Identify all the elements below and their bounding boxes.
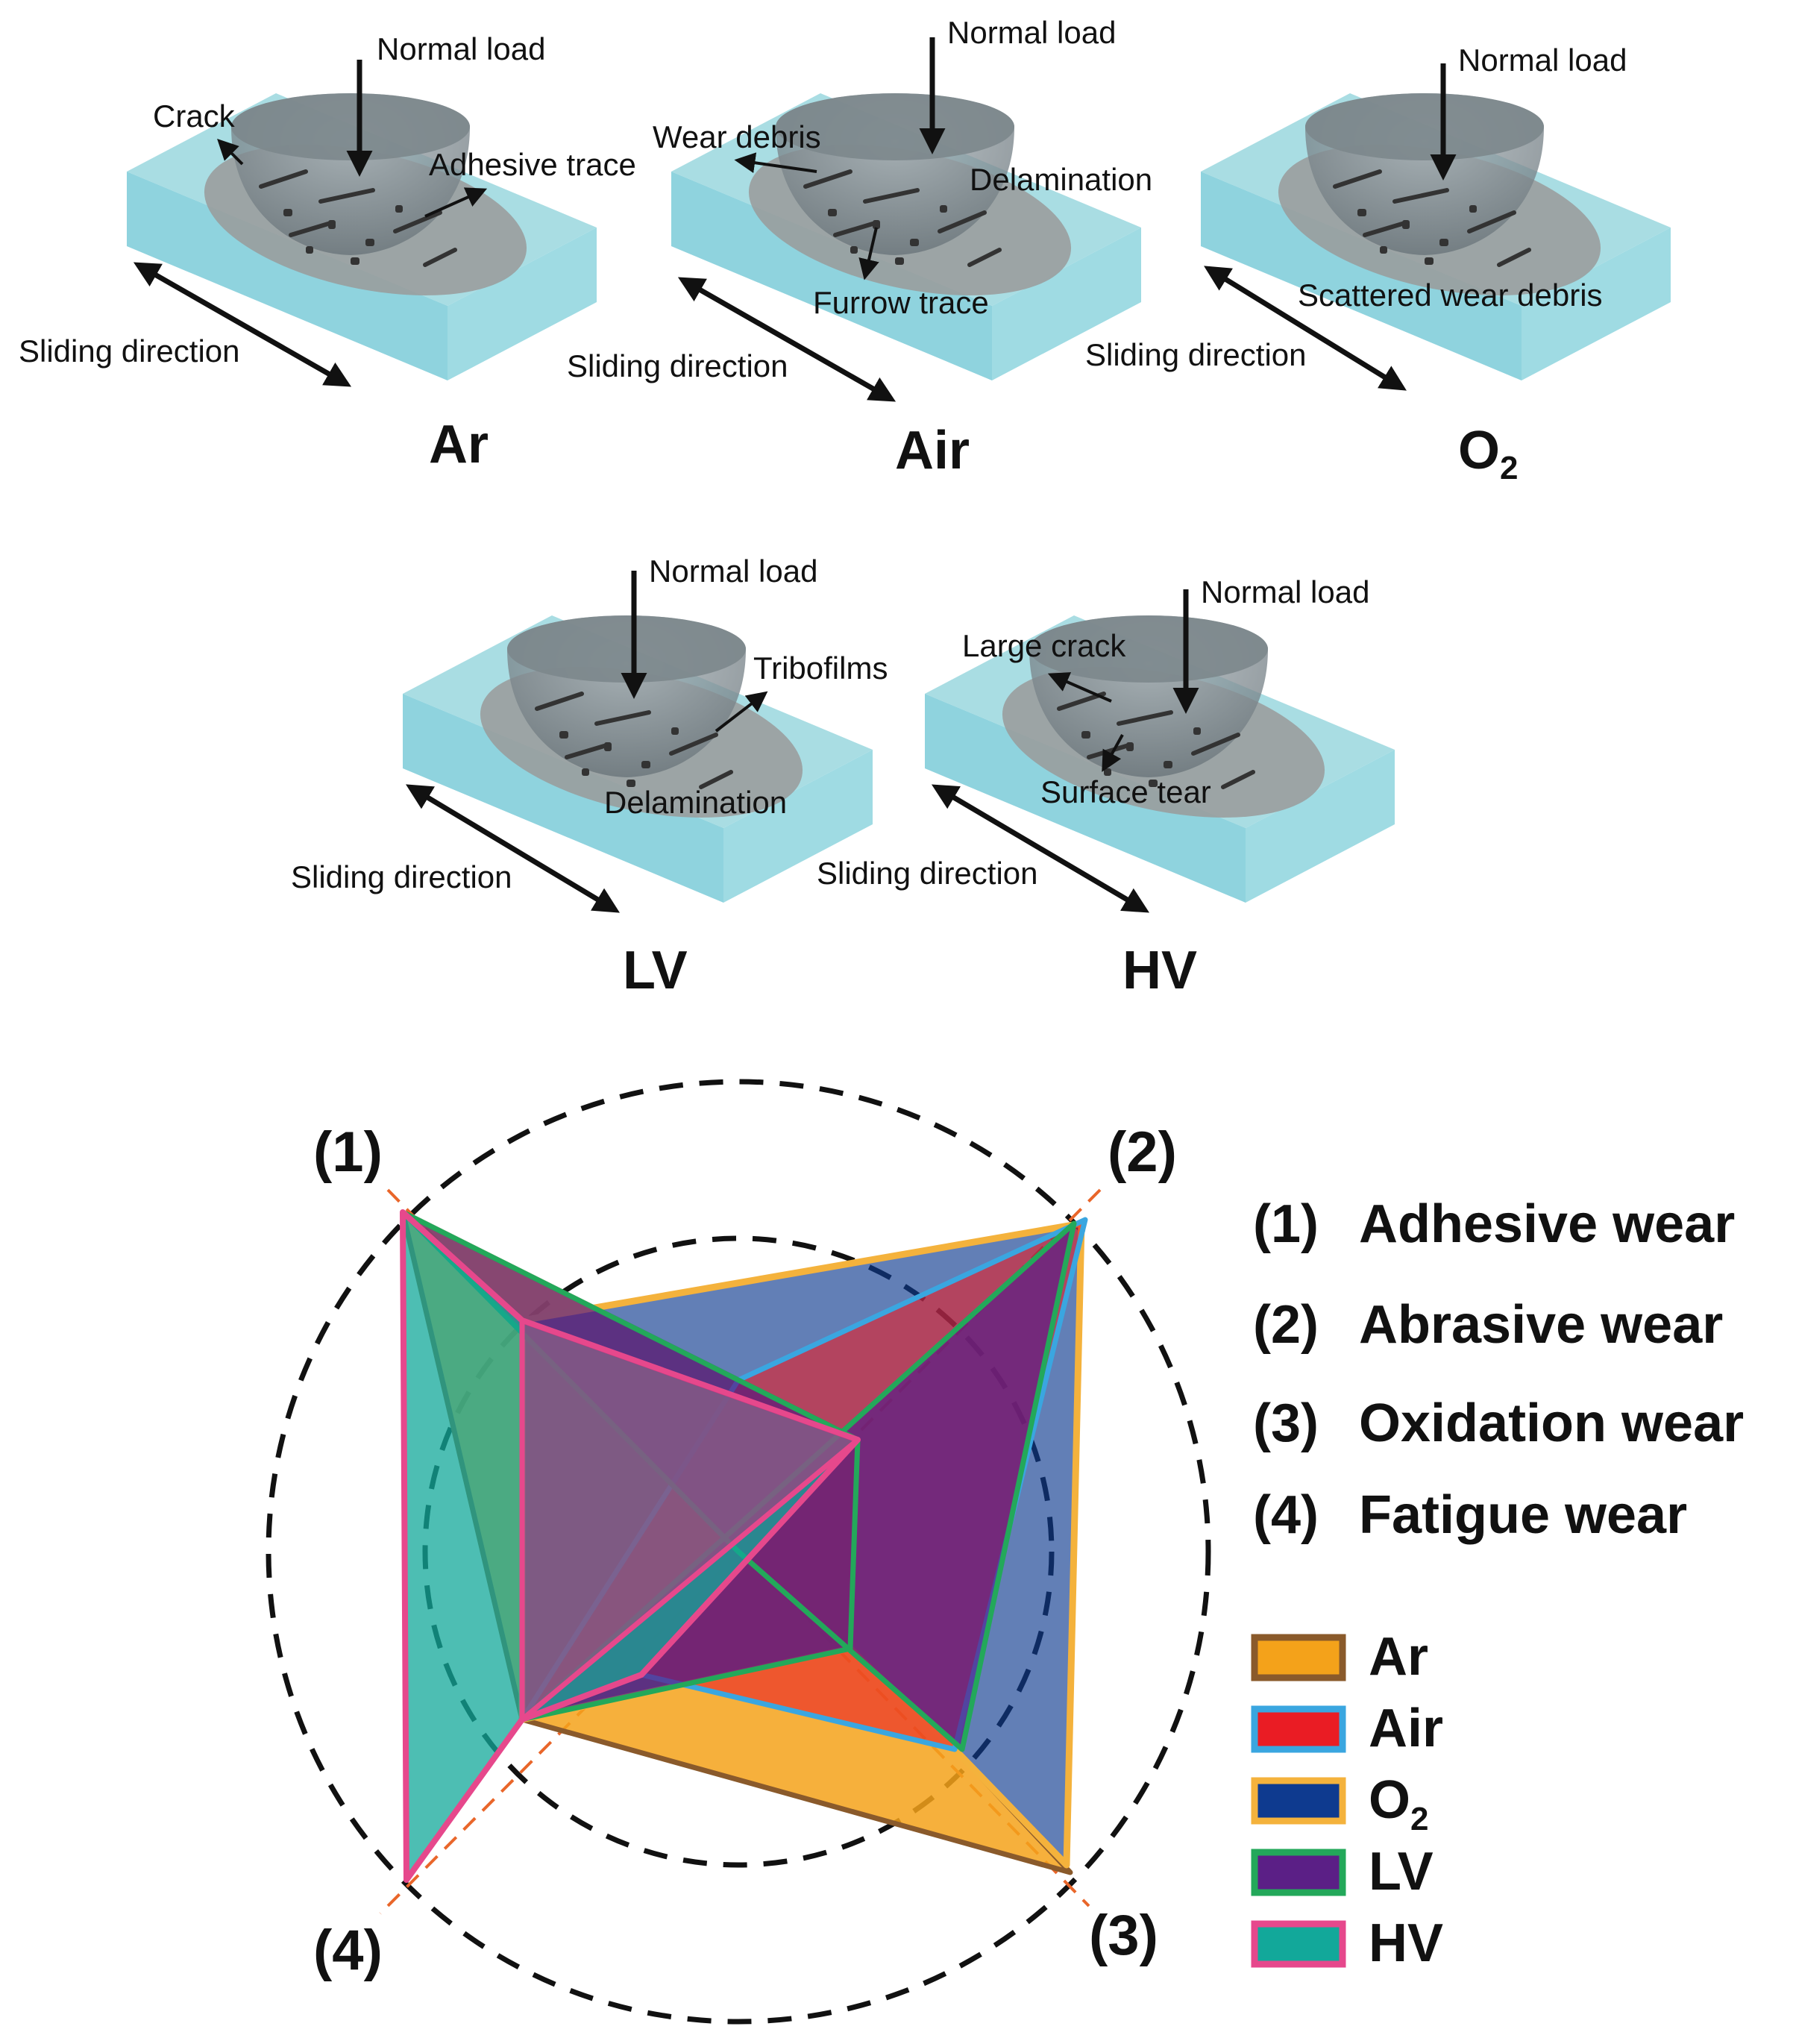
annotation-surface-tear: Surface tear: [1040, 774, 1211, 809]
axis-label-3: (3): [1089, 1904, 1158, 1967]
annotation-arrow: [715, 691, 768, 733]
axis-label-1: (1): [313, 1120, 383, 1184]
legend-swatch: [1251, 1849, 1346, 1896]
annotation-scattered-wear-debris: Scattered wear debris: [1298, 278, 1603, 313]
wear-type-number: (1): [1253, 1194, 1319, 1254]
legend-label: O2: [1369, 1770, 1429, 1837]
normal-load-label: Normal load: [649, 554, 817, 589]
annotation-large-crack: Large crack: [962, 628, 1126, 663]
annotation-delamination: Delamination: [970, 162, 1152, 197]
wear-type-key: (1) Adhesive wear (2) Abrasive wear (3) …: [1253, 1194, 1744, 1545]
wear-type-name: Abrasive wear: [1359, 1295, 1723, 1355]
panel-title: Ar: [429, 415, 489, 474]
axis-label-2: (2): [1108, 1120, 1177, 1184]
panel-title: O2: [1458, 421, 1519, 486]
normal-load-label: Normal load: [947, 15, 1116, 50]
annotation-arrow: [734, 152, 817, 174]
legend-swatch: [1251, 1920, 1346, 1968]
sliding-direction-arrow: [133, 262, 352, 387]
normal-load-label: Normal load: [377, 31, 545, 66]
wear-type-number: (4): [1253, 1485, 1319, 1545]
legend-label: HV: [1369, 1913, 1443, 1973]
series-hv-overlap: [519, 1317, 861, 1722]
sliding-direction-label: Sliding direction: [567, 348, 788, 383]
sliding-direction-arrow: [931, 784, 1150, 913]
normal-load-label: Normal load: [1458, 43, 1627, 78]
panel-lv: Normal load Tribofilms Delamination Slid…: [291, 554, 888, 1000]
sliding-direction-label: Sliding direction: [817, 856, 1038, 891]
normal-load-label: Normal load: [1201, 574, 1369, 609]
annotation-arrow: [424, 187, 488, 218]
wear-type-number: (3): [1253, 1394, 1319, 1453]
annotation-adhesive-trace: Adhesive trace: [429, 147, 636, 182]
sliding-direction-arrow: [405, 784, 621, 913]
legend-swatch: [1251, 1634, 1346, 1681]
radar-diagram: (1) (2) (3) (4) (1) Adhesive wear (2) Ab…: [266, 1079, 1744, 2025]
legend-label: LV: [1369, 1842, 1434, 1902]
annotation-arrow: [858, 227, 879, 280]
annotation-delamination: Delamination: [604, 785, 787, 820]
annotation-wear-debris: Wear debris: [653, 119, 821, 154]
annotation-furrow-trace: Furrow trace: [813, 285, 989, 320]
panel-title: HV: [1122, 941, 1197, 1000]
annotation-arrow: [1047, 672, 1112, 703]
annotation-crack: Crack: [153, 98, 236, 134]
annotation-arrow: [217, 139, 244, 166]
wear-type-name: Adhesive wear: [1359, 1194, 1735, 1254]
annotation-tribofilms: Tribofilms: [753, 650, 888, 686]
sliding-direction-arrow: [677, 277, 896, 402]
legend-swatch: [1251, 1777, 1346, 1825]
legend-swatch: [1251, 1705, 1346, 1753]
legend-label: Ar: [1369, 1627, 1428, 1687]
outer-dashed-circle: [266, 1079, 1211, 2025]
legend-label: Air: [1369, 1699, 1443, 1758]
sliding-direction-label: Sliding direction: [1085, 337, 1307, 372]
axis-label-4: (4): [313, 1919, 383, 1982]
sliding-direction-label: Sliding direction: [291, 859, 512, 894]
wear-type-number: (2): [1253, 1295, 1319, 1355]
sliding-direction-label: Sliding direction: [19, 333, 240, 369]
annotation-arrow: [1102, 734, 1124, 772]
panel-title: Air: [895, 421, 970, 480]
wear-type-name: Fatigue wear: [1359, 1485, 1687, 1545]
sliding-direction-arrow: [1204, 266, 1407, 391]
panel-ar: Normal load Crack Adhesive trace Sliding…: [19, 31, 636, 474]
panel-o2: Normal load Scattered wear debris Slidin…: [1085, 43, 1671, 486]
wear-type-name: Oxidation wear: [1359, 1394, 1744, 1453]
panel-hv: Normal load Large crack Surface tear Sli…: [817, 574, 1395, 1000]
panel-title: LV: [623, 941, 688, 1000]
panel-air: Normal load Wear debris Delamination Fur…: [567, 15, 1152, 480]
